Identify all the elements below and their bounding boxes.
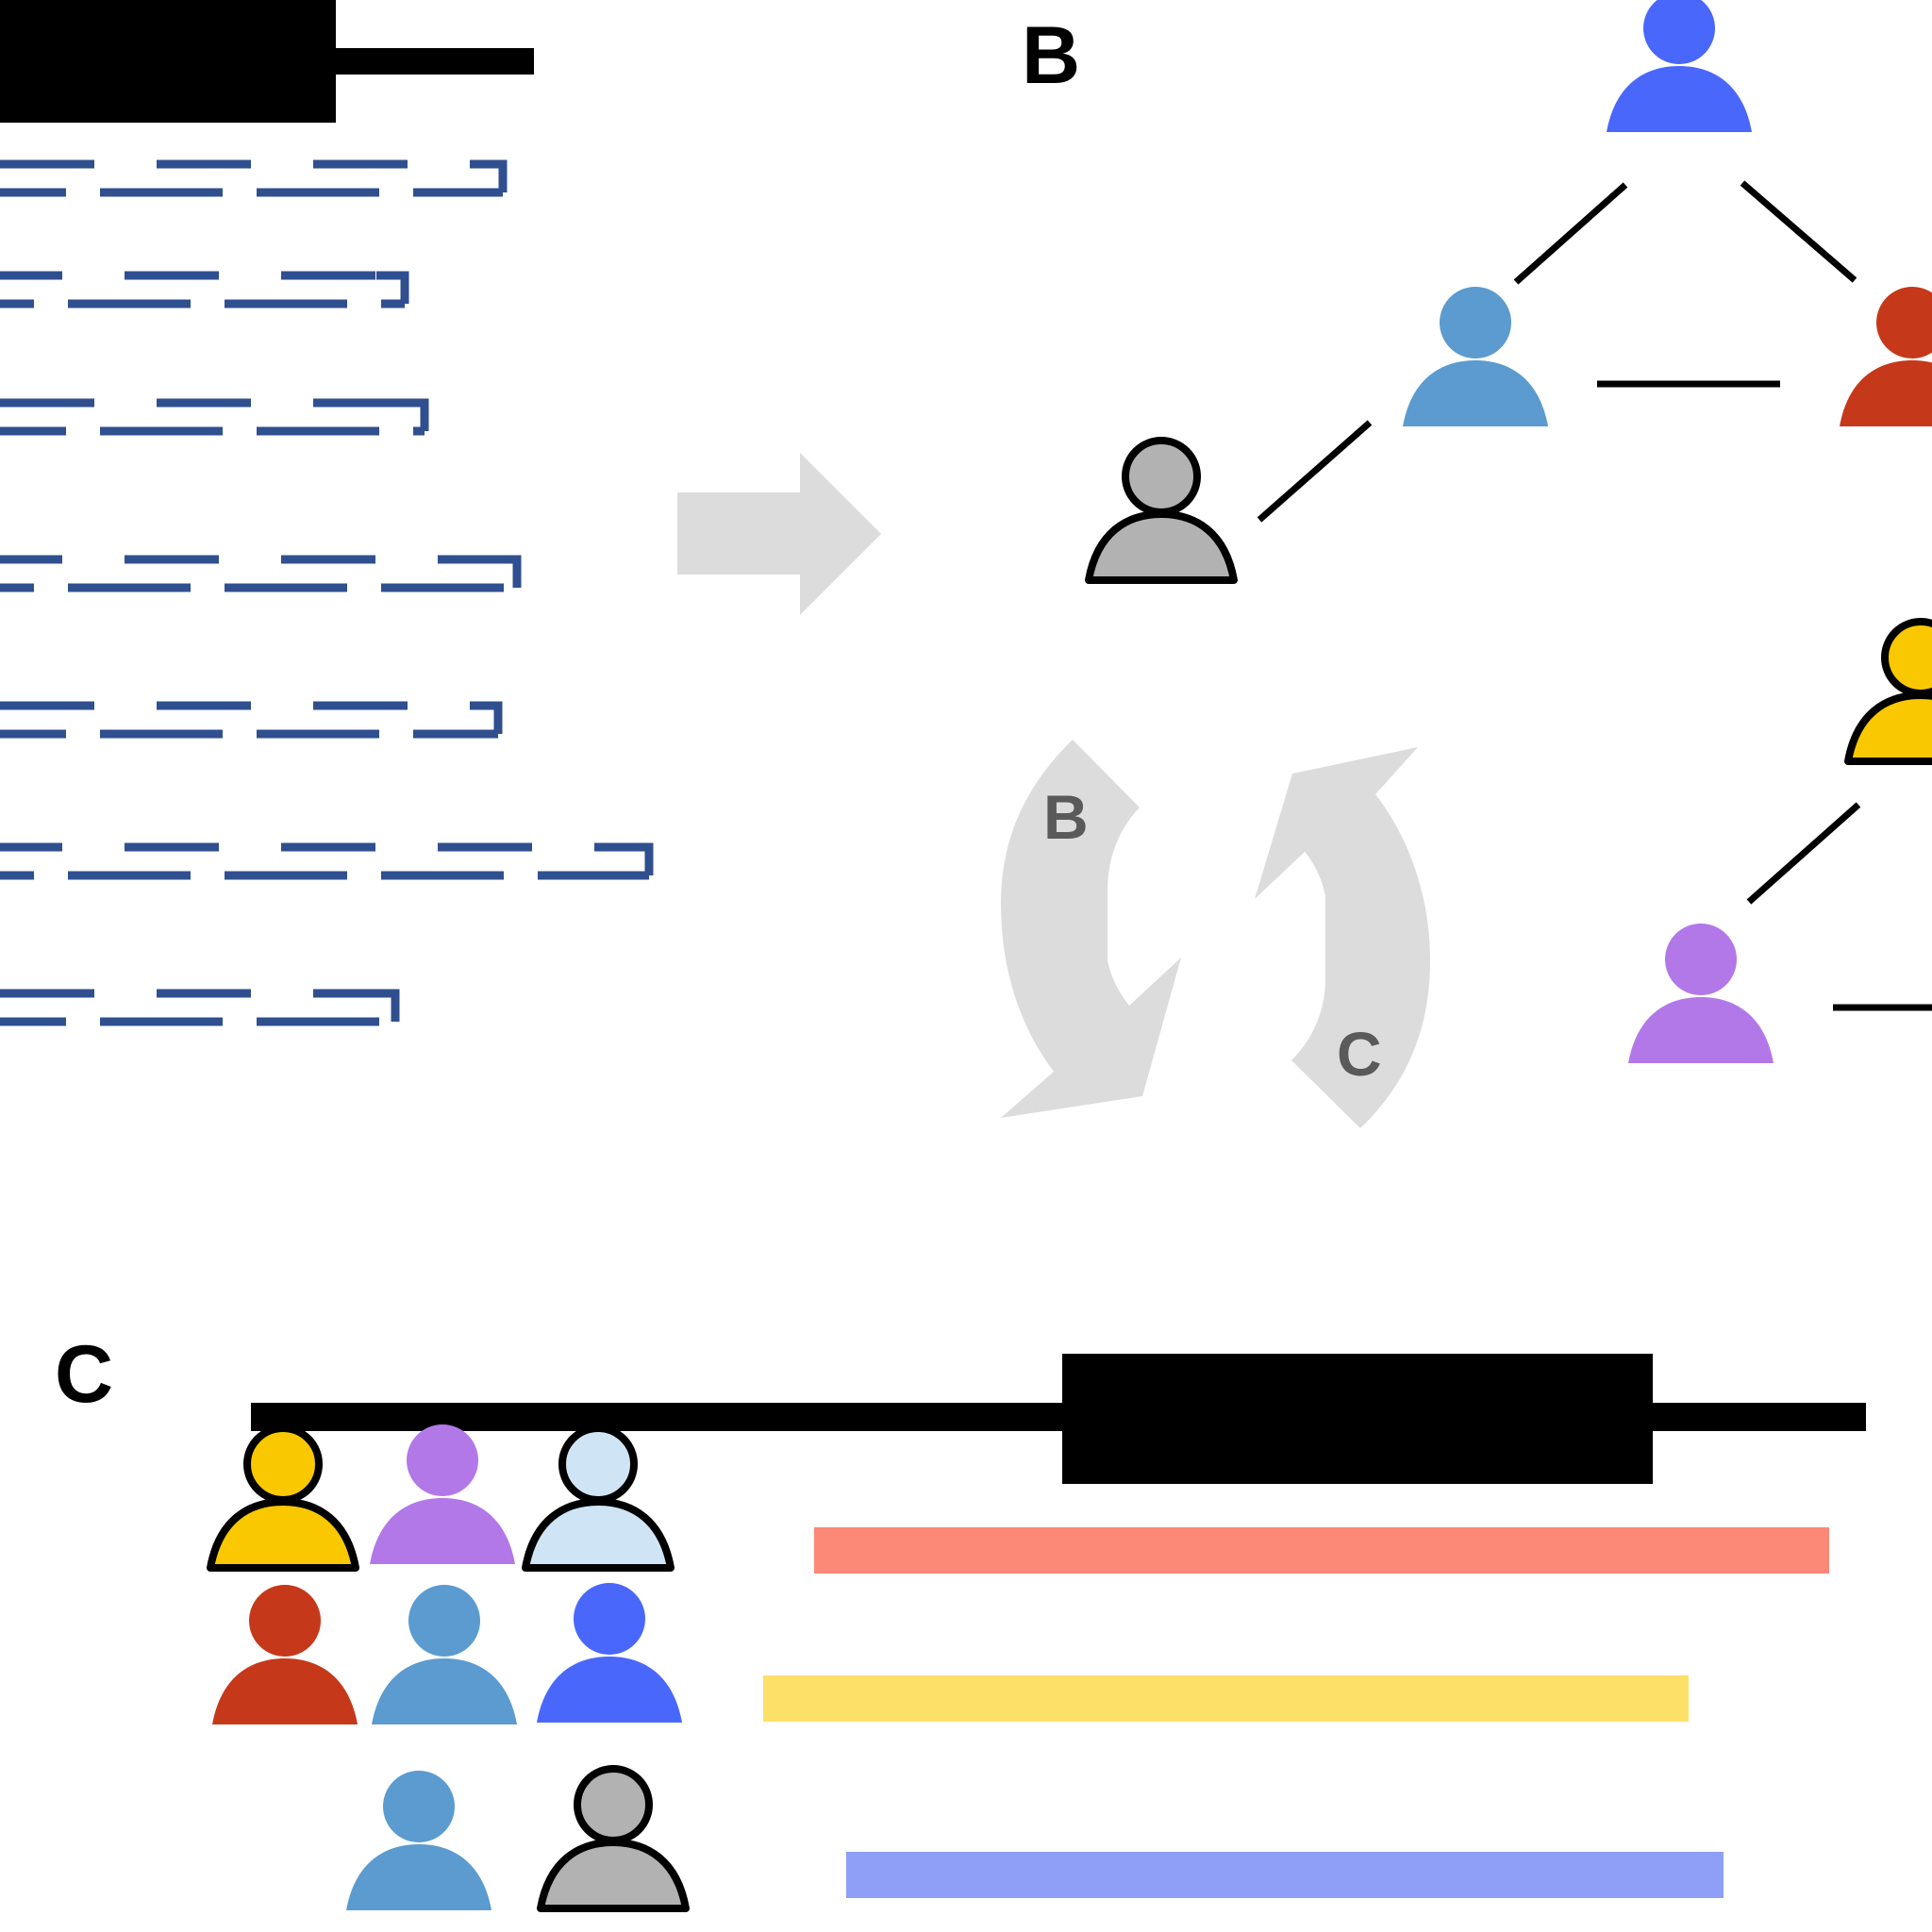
pedigree-edge — [1257, 420, 1373, 523]
person-icon-purple — [1628, 924, 1774, 1063]
read-hook — [470, 701, 503, 734]
cycle-label-b: B — [1043, 782, 1089, 852]
person-icon-yellow — [1848, 622, 1932, 761]
cycle-arrows: B C — [1001, 740, 1430, 1128]
pedigree-edge — [1740, 180, 1857, 283]
panel-c-label: C — [55, 1329, 113, 1420]
curved-arrow-icon-right — [1255, 747, 1430, 1128]
cycle-label-c: C — [1337, 1019, 1382, 1089]
read-hook — [475, 159, 508, 192]
panel-c-haplotype-bars — [763, 1527, 1829, 1898]
haplotype-bar-salmon — [814, 1527, 1829, 1574]
person-icon-purple — [370, 1424, 515, 1564]
panel-c-gene-model — [251, 1354, 1866, 1484]
pedigree-edges — [1257, 180, 1932, 1011]
person-icon-blue — [1607, 0, 1752, 132]
person-icon-red — [1840, 287, 1932, 426]
pedigree-edge — [1513, 182, 1628, 285]
read-hook — [489, 555, 522, 588]
person-icon-gray — [1089, 441, 1234, 580]
panel-a-read-alignments — [0, 159, 654, 1026]
curved-arrow-icon-left — [1001, 740, 1181, 1118]
pedigree-edge — [1746, 802, 1861, 905]
read-hook — [376, 271, 409, 304]
panel-a-gene-model — [0, 0, 534, 123]
haplotype-bar-periwinkle — [846, 1852, 1724, 1898]
person-icon-gray — [541, 1769, 686, 1908]
person-icon-lightblue — [346, 1771, 491, 1910]
panel-b-label: B — [1022, 10, 1080, 101]
read-hook — [367, 989, 400, 1022]
person-icon-lightblue — [372, 1585, 517, 1724]
person-icon-red — [212, 1585, 358, 1724]
person-icon-blue — [537, 1583, 682, 1723]
block-arrow-icon — [677, 453, 881, 615]
pedigree-nodes — [1089, 0, 1932, 1063]
read-hook — [621, 842, 654, 875]
haplotype-bar-yellow — [763, 1675, 1689, 1722]
person-icon-yellow — [210, 1428, 356, 1568]
person-icon-lightblue — [1403, 287, 1548, 426]
person-icon-paleblue — [525, 1428, 671, 1568]
panel-c-people — [210, 1424, 686, 1910]
read-hook — [396, 398, 429, 431]
